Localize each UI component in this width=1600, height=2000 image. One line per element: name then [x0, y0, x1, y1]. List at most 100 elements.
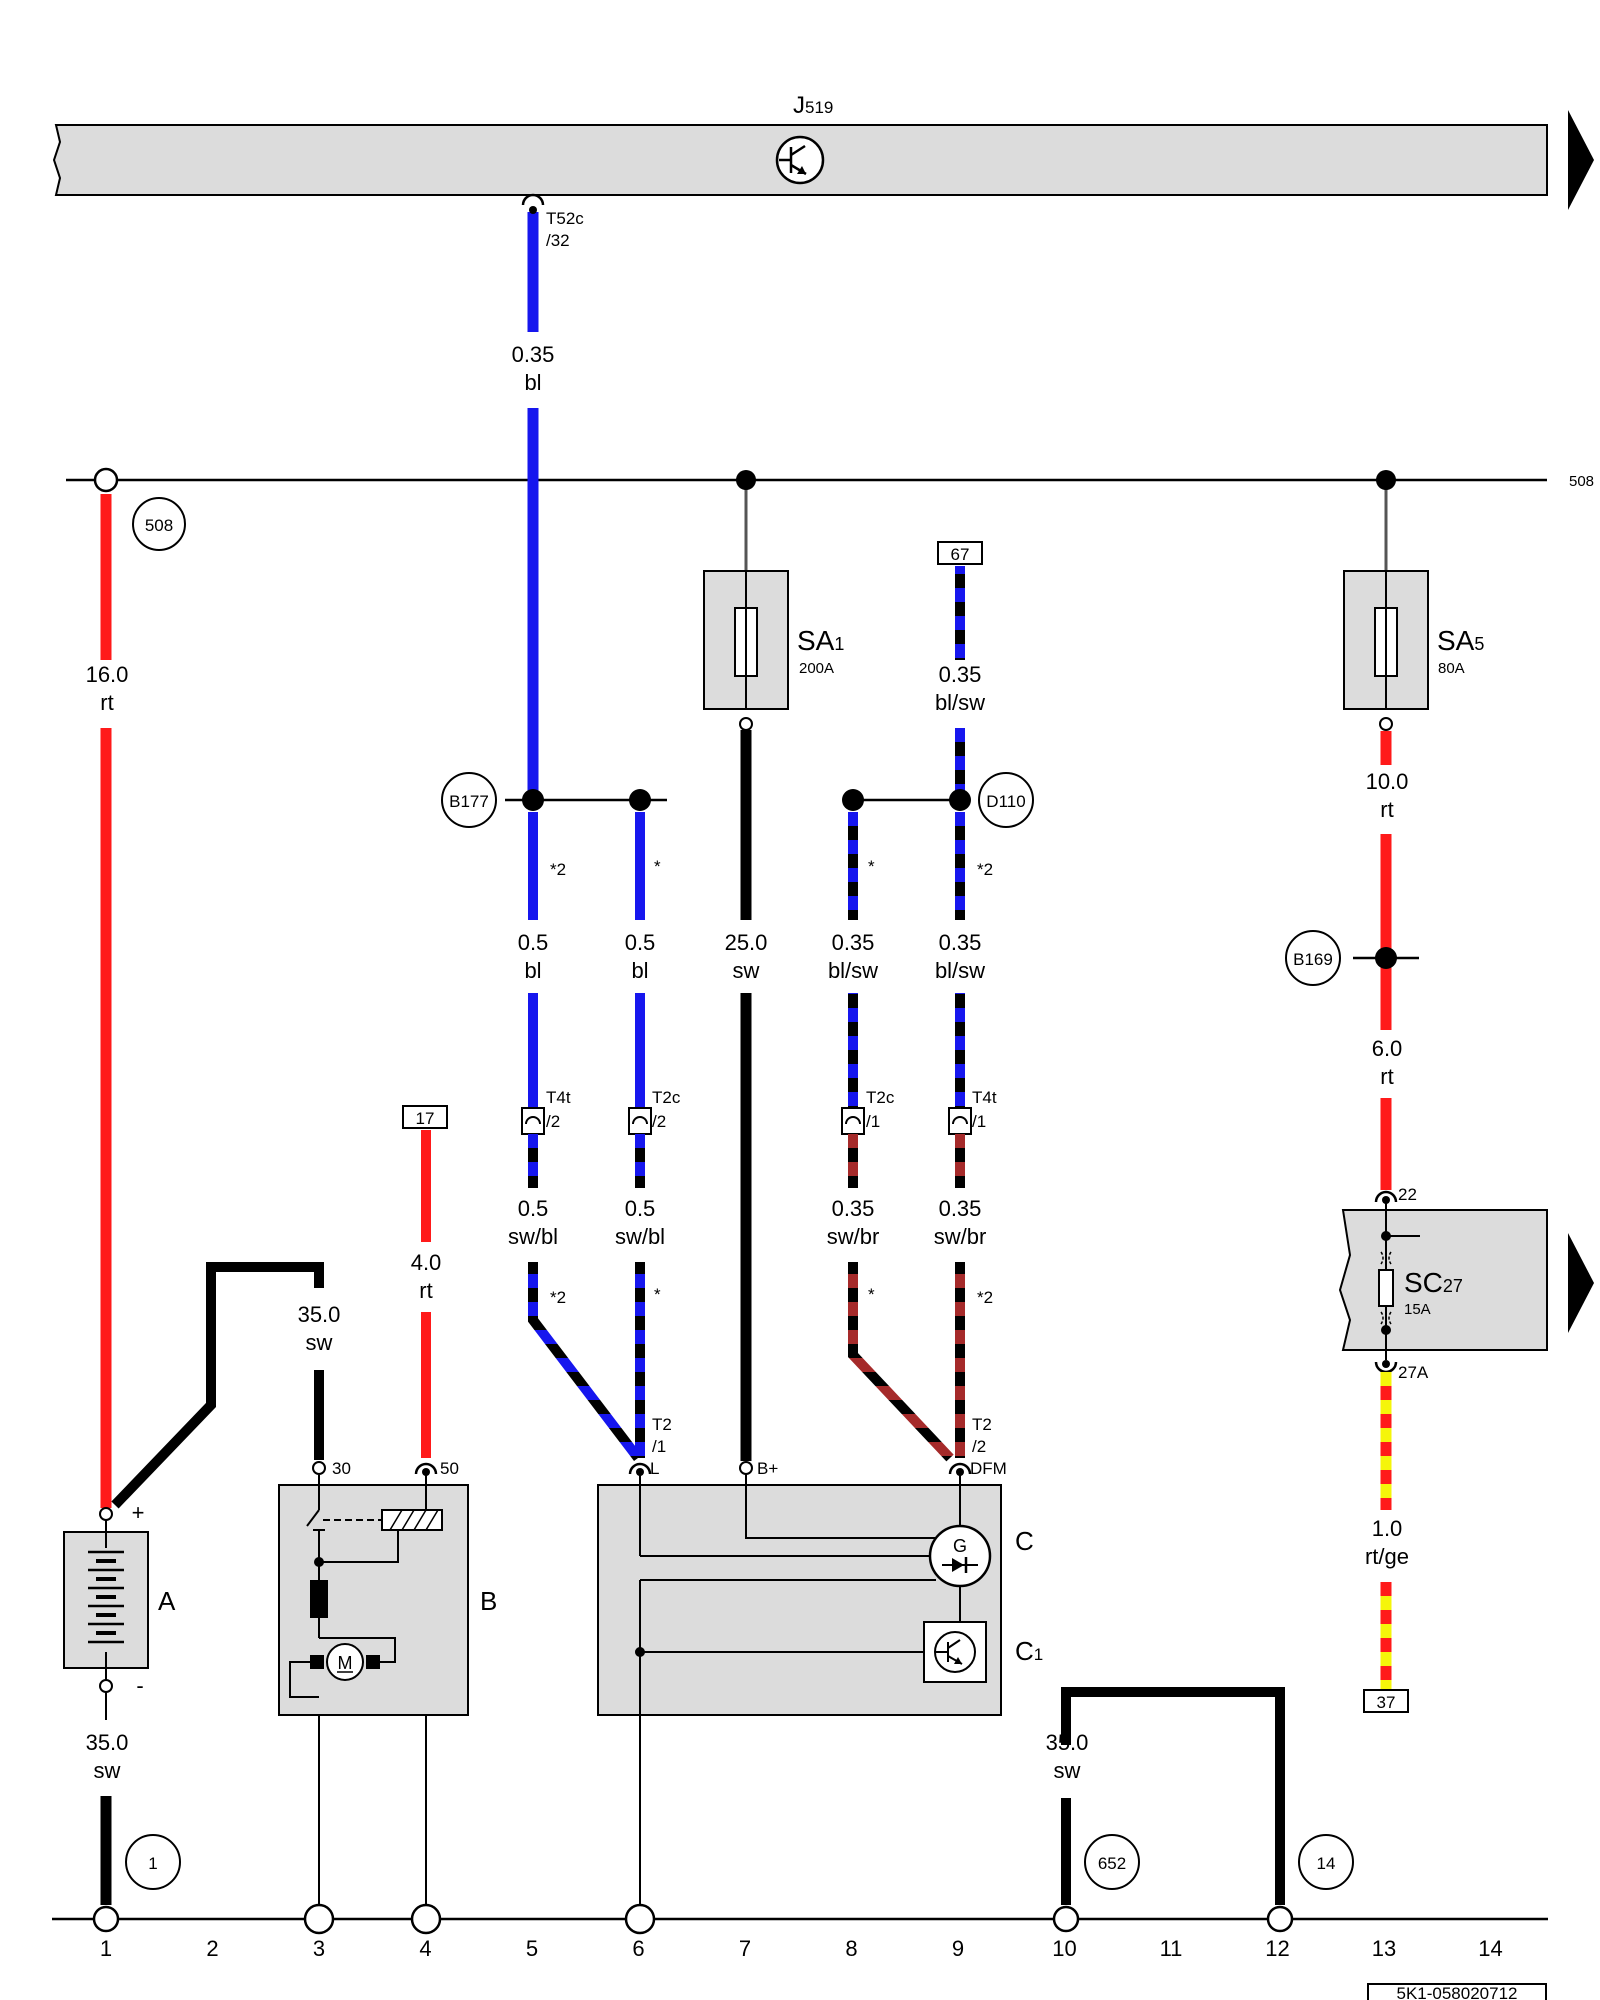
wire-color-label: bl/sw	[935, 958, 985, 983]
ground-point	[410, 1903, 442, 1935]
svg-text:27A: 27A	[1398, 1363, 1429, 1382]
solenoid-coil-icon	[381, 1509, 443, 1531]
pin-label: +	[132, 1500, 145, 1525]
wire-color-label: bl	[524, 370, 541, 395]
svg-text:T4t: T4t	[972, 1088, 997, 1107]
column-number: 12	[1265, 1936, 1289, 1961]
svg-text:/1: /1	[972, 1112, 986, 1131]
starter-cable	[111, 1262, 324, 1509]
wire-color-label: sw	[306, 1330, 333, 1355]
svg-text:DFM: DFM	[970, 1459, 1007, 1478]
svg-text:B+: B+	[757, 1459, 778, 1478]
junction-dot	[1376, 470, 1396, 490]
doc-code-box: 5K1-058020712	[1367, 1983, 1547, 2000]
wire-color-label: bl/sw	[828, 958, 878, 983]
fuse-holder-sc27: SC27 15A	[1338, 1200, 1594, 1360]
alternator-c: G C C1	[597, 1470, 1043, 1905]
ground-point	[92, 1905, 120, 1933]
ref-circle-14: 14	[1298, 1834, 1354, 1890]
ground-point	[303, 1903, 335, 1935]
voltage-regulator-icon	[923, 1621, 987, 1683]
wire-size-label: 0.35	[939, 1196, 982, 1221]
svg-text:C1: C1	[1015, 1636, 1043, 1666]
svg-text:SC27: SC27	[1404, 1267, 1463, 1298]
splice-b177	[505, 789, 667, 811]
wire-size-label: 0.35	[939, 662, 982, 687]
svg-text:G: G	[953, 1536, 967, 1556]
svg-text:/2: /2	[972, 1437, 986, 1456]
svg-text:200A: 200A	[799, 660, 834, 677]
transistor-icon	[775, 135, 825, 185]
wire-size-label: 6.0	[1372, 1036, 1403, 1061]
ref-circle-508: 508	[132, 497, 186, 551]
svg-text:37: 37	[1377, 1693, 1396, 1712]
wire-size-label: 10.0	[1366, 769, 1409, 794]
svg-text:D110: D110	[986, 792, 1025, 811]
ground-point	[624, 1903, 656, 1935]
svg-text:SA1: SA1	[797, 625, 844, 656]
ref-circle-1: 1	[125, 1834, 181, 1890]
wire-color-label: sw/bl	[615, 1224, 665, 1249]
ref-box-37: 37	[1363, 1689, 1409, 1713]
ref-circle-d110: D110	[978, 772, 1034, 828]
wire-color-label: rt	[419, 1278, 432, 1303]
motor-icon: M	[310, 1643, 380, 1681]
wire-color-label: sw	[94, 1758, 121, 1783]
wire-size-label: 0.5	[518, 1196, 549, 1221]
svg-text:B169: B169	[1293, 950, 1333, 969]
svg-text:B177: B177	[449, 792, 489, 811]
wire-size-label: 0.5	[518, 930, 549, 955]
ref-circle-652: 652	[1084, 1834, 1140, 1890]
column-number: 1	[100, 1936, 112, 1961]
svg-text:/1: /1	[652, 1437, 666, 1456]
column-number: 14	[1478, 1936, 1502, 1961]
column-number: 5	[526, 1936, 538, 1961]
wire-color-label: sw	[733, 958, 760, 983]
svg-text:14: 14	[1317, 1854, 1336, 1873]
generator-icon: G	[928, 1524, 992, 1588]
wire-size-label: 35.0	[86, 1730, 129, 1755]
connector-t2c-2: T2c /2	[628, 1088, 681, 1135]
svg-text:T2c: T2c	[866, 1088, 895, 1107]
svg-text:67: 67	[951, 545, 970, 564]
footnote-mark: *2	[977, 1288, 993, 1307]
signal-wire	[528, 1262, 642, 1462]
junction-dot	[736, 470, 756, 490]
wire-size-label: 35.0	[298, 1302, 341, 1327]
continuation-arrow-icon	[1568, 110, 1594, 210]
connector-t2-2: T2 /2	[972, 1415, 992, 1456]
svg-text:/32: /32	[546, 231, 570, 250]
svg-text:T52c: T52c	[546, 209, 584, 228]
ref-box-67: 67	[937, 541, 983, 565]
continuation-arrow-icon	[1568, 1233, 1594, 1333]
column-number: 13	[1372, 1936, 1396, 1961]
column-number: 9	[952, 1936, 964, 1961]
wire-size-label: 0.35	[512, 342, 555, 367]
svg-text:T2: T2	[972, 1415, 992, 1434]
svg-text:/2: /2	[652, 1112, 666, 1131]
svg-text:A: A	[158, 1586, 176, 1616]
svg-text:SA5: SA5	[1437, 625, 1484, 656]
terminal-50: 50	[414, 1459, 459, 1478]
footnote-mark: *2	[977, 860, 993, 879]
svg-text:M: M	[338, 1653, 353, 1673]
ground-cable	[1061, 1687, 1285, 1905]
column-number: 4	[419, 1936, 431, 1961]
wire-color-label: sw	[1054, 1758, 1081, 1783]
wire-color-label: bl/sw	[935, 690, 985, 715]
svg-text:/1: /1	[866, 1112, 880, 1131]
ref-circle-b177: B177	[441, 772, 497, 828]
terminal-30: 30	[312, 1459, 351, 1478]
svg-text:508: 508	[145, 516, 173, 535]
svg-text:/2: /2	[546, 1112, 560, 1131]
svg-text:80A: 80A	[1438, 660, 1465, 677]
connector-t2-1: T2 /1	[652, 1415, 672, 1456]
wire-size-label: 0.35	[939, 930, 982, 955]
svg-text:5K1-058020712: 5K1-058020712	[1396, 1984, 1517, 2000]
wire-size-label: 16.0	[86, 662, 129, 687]
pin-label: -	[136, 1673, 143, 1698]
wire-size-label: 0.5	[625, 1196, 656, 1221]
svg-text:T4t: T4t	[546, 1088, 571, 1107]
